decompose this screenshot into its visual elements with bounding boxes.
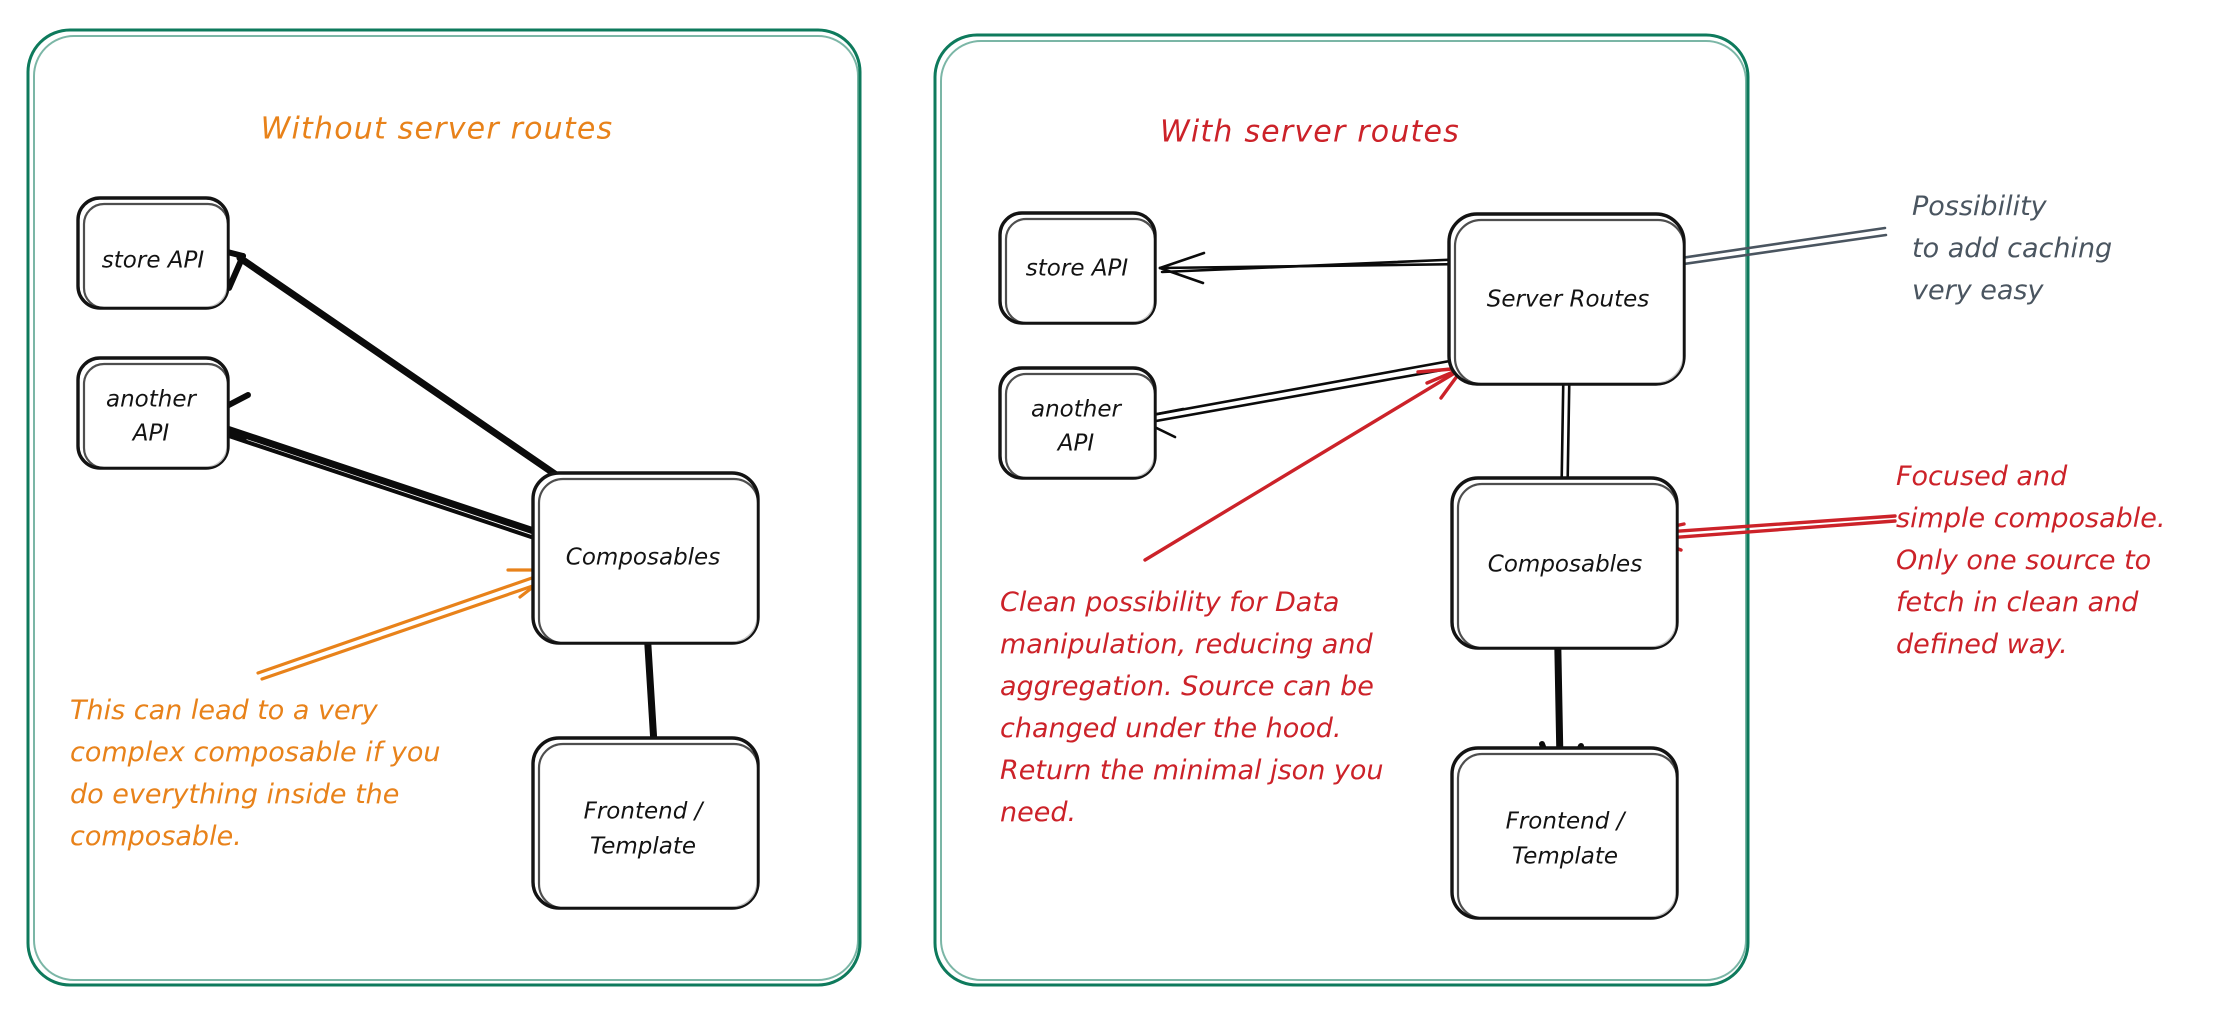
annotation-complex-composable-note: This can lead to a very complex composab… <box>70 695 440 852</box>
edge-server-routes-to-store-api <box>1158 251 1469 285</box>
data-manipulation-note-line-5: Return the minimal json you <box>1000 755 1384 786</box>
node-server-routes-box-sketch <box>1453 218 1686 386</box>
node-frontend-template-2-label-line1: Frontend / <box>1506 809 1627 835</box>
node-store-api-2[interactable] <box>998 211 1157 325</box>
complex-composable-note-line-4: composable. <box>70 821 242 852</box>
node-store-api-label: store API <box>102 248 205 274</box>
node-store-api-box-sketch <box>82 202 230 310</box>
node-frontend-template-2[interactable] <box>1450 746 1679 920</box>
complex-composable-note-line-3: do everything inside the <box>70 779 399 810</box>
node-composables-2[interactable] <box>1450 476 1679 650</box>
node-frontend-template-2-box-sketch <box>1456 752 1679 920</box>
nodes-left-panel <box>76 196 760 910</box>
node-composables-box-sketch <box>537 477 760 645</box>
panel-border-right <box>933 33 1750 987</box>
data-manipulation-note-line-6: need. <box>1000 797 1076 828</box>
node-another-api-2-box-sketch <box>1004 372 1157 480</box>
edge-server-routes-to-another-api <box>1134 353 1489 439</box>
node-store-api-2-box-sketch <box>1004 217 1157 325</box>
node-server-routes-label: Server Routes <box>1487 287 1650 313</box>
edge-note-to-composables-orange <box>256 568 558 681</box>
node-frontend-template-box-sketch <box>537 742 760 910</box>
focused-composable-note-line-4: fetch in clean and <box>1896 587 2139 618</box>
focused-composable-note-line-3: Only one source to <box>1896 545 2151 576</box>
node-another-api-2-label-line1: another <box>1031 397 1122 423</box>
node-frontend-template[interactable] <box>531 736 760 910</box>
node-composables-label: Composables <box>566 545 720 571</box>
node-store-api-2-label: store API <box>1026 256 1129 282</box>
panel-title-right: With server routes <box>1160 115 1460 150</box>
complex-composable-note-line-2: complex composable if you <box>70 737 440 768</box>
node-another-api-2-label-line2: API <box>1056 431 1095 457</box>
focused-composable-note-line-2: simple composable. <box>1896 503 2165 534</box>
node-composables-2-box-sketch <box>1456 482 1679 650</box>
panel-border-left <box>26 28 862 987</box>
caching-note-line-2: to add caching <box>1912 233 2112 264</box>
node-composables[interactable] <box>531 471 760 645</box>
data-manipulation-note-line-1: Clean possibility for Data <box>1000 587 1339 618</box>
panel-title-left: Without server routes <box>261 112 614 147</box>
focused-composable-note-line-1: Focused and <box>1896 461 2068 492</box>
data-manipulation-note-line-4: changed under the hood. <box>1000 713 1342 744</box>
complex-composable-note-line-1: This can lead to a very <box>70 695 379 726</box>
panel-border-left-sketch <box>33 35 859 981</box>
node-frontend-template-2-label-line2: Template <box>1512 844 1618 870</box>
annotation-data-manipulation-note: Clean possibility for Data manipulation,… <box>1000 587 1384 828</box>
node-store-api[interactable] <box>76 196 230 310</box>
edge-note-to-server-routes-red <box>1143 366 1465 562</box>
node-another-api-box-sketch <box>82 362 230 470</box>
edge-composables-to-store-api <box>193 241 604 509</box>
data-manipulation-note-line-2: manipulation, reducing and <box>1000 629 1373 660</box>
node-another-api-label-line2: API <box>131 421 170 447</box>
node-frontend-template-label-line1: Frontend / <box>584 799 705 825</box>
node-composables-2-label: Composables <box>1488 552 1642 578</box>
panel-border-right-sketch <box>940 40 1747 981</box>
data-manipulation-note-line-3: aggregation. Source can be <box>1000 671 1374 702</box>
node-another-api-label-line1: another <box>106 387 197 413</box>
caching-note-line-3: very easy <box>1912 275 2044 306</box>
nodes-right-panel <box>998 211 1686 920</box>
annotation-caching-note: Possibility to add caching very easy <box>1912 191 2112 306</box>
panel-without-server-routes-frame <box>26 28 862 987</box>
node-server-routes[interactable] <box>1447 212 1686 386</box>
node-frontend-template-label-line2: Template <box>590 834 696 860</box>
annotation-focused-composable-note: Focused and simple composable. Only one … <box>1896 461 2165 660</box>
caching-note-line-1: Possibility <box>1912 191 2048 222</box>
focused-composable-note-line-5: defined way. <box>1896 629 2068 660</box>
node-another-api[interactable] <box>76 356 230 470</box>
node-another-api-2[interactable] <box>998 366 1157 480</box>
panel-with-server-routes-frame <box>933 33 1750 987</box>
